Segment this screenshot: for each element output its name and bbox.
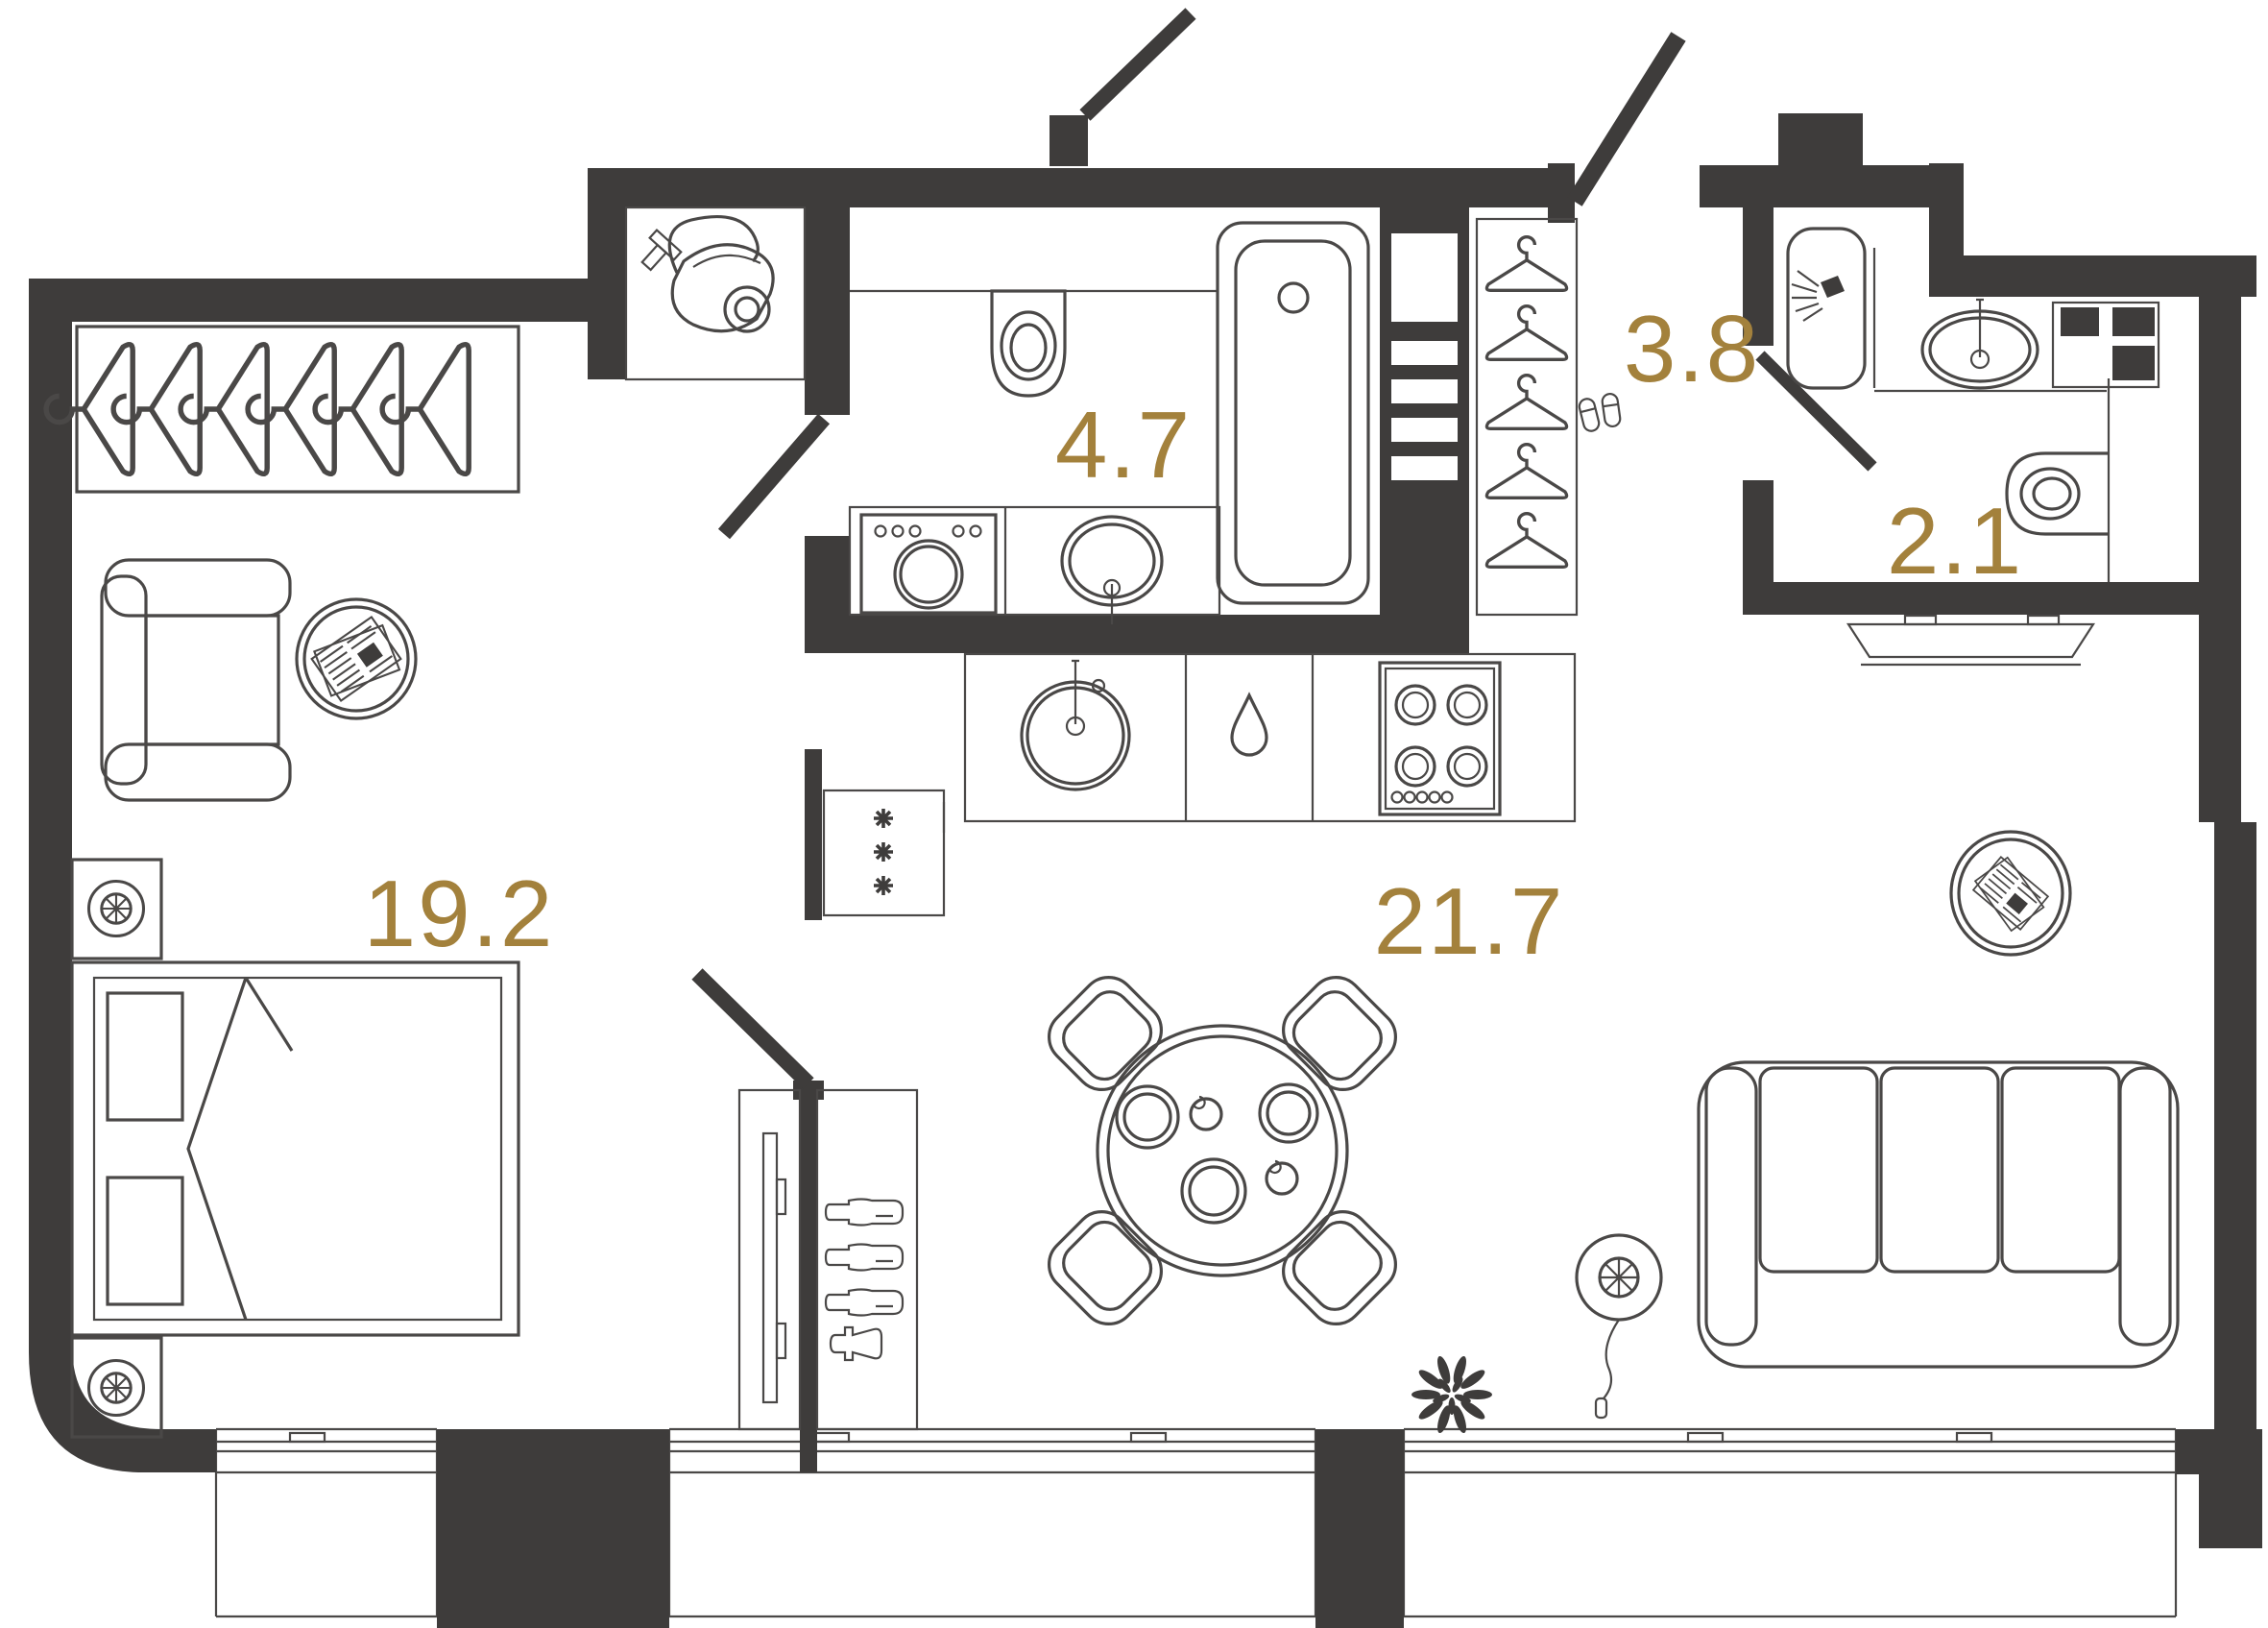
wc-fixtures [1786,227,2160,582]
sofa [1697,1060,2180,1369]
washing-machine [859,513,998,615]
hallway-closet-hangers [1475,217,1579,617]
bathroom-door [717,413,831,540]
oval-magazine-table [1949,830,2072,957]
bar-bottles [824,1198,905,1362]
wc-door [1755,351,1877,472]
bathroom-fixtures [848,221,1370,624]
tv-panel [761,1131,787,1404]
room-label-living-kitchen: 21.7 [1374,868,1565,974]
plant [1411,1355,1492,1434]
stove-4-burners [1378,661,1502,816]
room-label-wc: 2.1 [1887,488,2023,594]
shaker [829,1325,883,1362]
kitchen-sink [1020,659,1131,791]
bedroom-door [691,968,814,1089]
kitchen-counter [963,652,1577,823]
partition-cabinet [737,1088,919,1431]
doors [691,8,1877,1089]
room-label-hallway: 3.8 [1624,296,1760,401]
bathtub [1216,221,1370,605]
wc-sink [1920,298,2039,390]
round-side-table-newspaper [295,597,418,720]
room-label-bedroom: 19.2 [364,861,555,966]
entrance-door [1567,32,1686,207]
slippers [1577,391,1623,434]
room-label-bathroom: 4.7 [1055,392,1192,498]
floor-lamp [1575,1233,1663,1420]
walls [29,113,2262,1628]
vent-shaft [2051,301,2160,389]
wc-toilet [2005,451,2109,536]
bath-counter [848,505,1221,617]
armchair [100,558,292,802]
bathroom-sink [1060,515,1164,624]
dining-table-set [1036,964,1409,1337]
wardrobe-hanger-rack [46,325,520,494]
nightstand-lamp-bottom [70,1336,163,1439]
fridge-snowflakes [822,789,946,917]
double-bed [70,960,520,1337]
outer-corridor-door [1079,8,1196,121]
water-heater [1786,227,1867,390]
towel-ladder-niche [1380,207,1469,615]
nightstand-lamp-top [70,858,163,960]
vacuum-cleaner-closet [624,206,807,381]
water-drop-cell [1230,692,1268,757]
tv-console [1846,614,2096,667]
wall-hung-toilet [990,289,1067,398]
